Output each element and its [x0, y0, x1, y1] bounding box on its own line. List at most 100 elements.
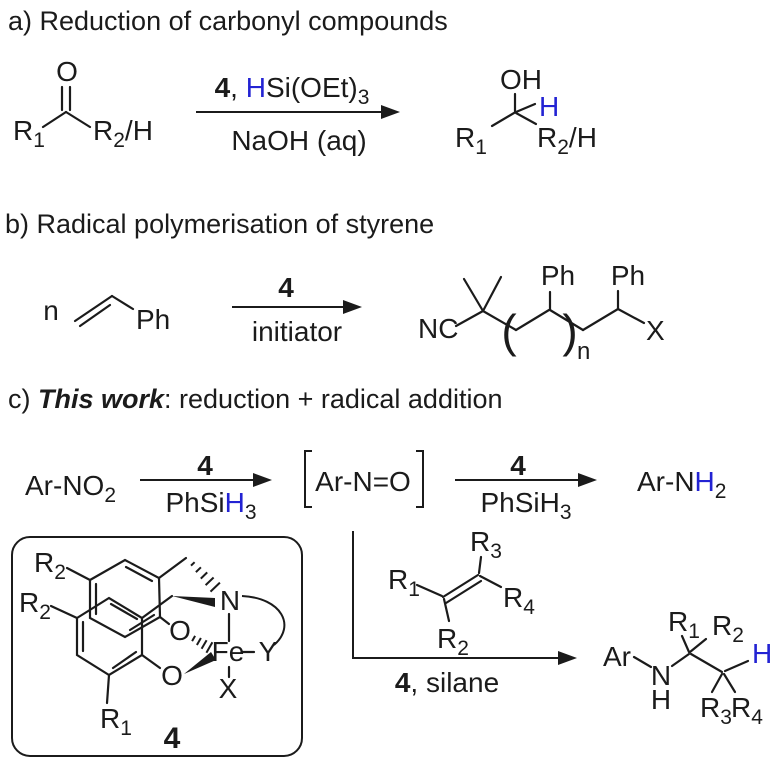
iron-label: Fe — [212, 636, 245, 667]
bond — [478, 574, 503, 589]
bond — [722, 672, 737, 694]
nitroso-label: Ar-N=O — [315, 466, 411, 497]
amine-hydrogen-label: H — [651, 684, 671, 715]
arrow-line — [352, 531, 577, 665]
alcohol-product-structure: OH H R1 R2/H — [455, 64, 597, 159]
conditions-above: 4, HSi(OEt)3 — [215, 72, 370, 109]
conditions-below: NaOH (aq) — [231, 125, 366, 156]
reaction-arrow-b: 4 initiator — [232, 272, 362, 347]
phenolate-ring-a — [88, 558, 162, 639]
conditions-above: 4 — [197, 450, 213, 481]
section-a-title: a) Reduction of carbonyl compounds — [8, 6, 448, 36]
phenolate-ring-b — [75, 596, 144, 677]
ligand-x-label: X — [219, 673, 238, 704]
bond — [49, 604, 79, 620]
nitroarene-label: Ar-NO2 — [25, 470, 116, 507]
phenyl-label: Ph — [541, 260, 575, 291]
conditions-below: initiator — [252, 316, 342, 347]
bond — [514, 111, 538, 126]
styrene-structure: n Ph — [43, 294, 170, 335]
chelate-arc — [241, 595, 286, 646]
section-c: c) This work: reduction + radical additi… — [8, 384, 772, 757]
section-b: b) Radical polymerisation of styrene n P… — [5, 209, 665, 365]
substituent-label-r2: R2 — [34, 547, 66, 584]
bond — [442, 597, 451, 623]
phenyl-label: Ph — [611, 260, 645, 291]
bond — [124, 565, 154, 583]
bond — [548, 308, 585, 332]
catalyst-4-box: R2 R2 R1 N Fe O — [11, 536, 303, 757]
ketone-structure: O R1 R2/H — [13, 56, 153, 152]
bond — [140, 594, 174, 620]
bond — [158, 615, 171, 626]
bond — [477, 555, 483, 575]
repeat-open-paren: ( — [501, 305, 517, 357]
bond — [688, 637, 708, 654]
bond — [105, 673, 111, 705]
bond — [481, 275, 503, 313]
end-group-x-label: X — [646, 315, 665, 346]
substituent-label-r2: R2 — [437, 623, 469, 660]
bond — [444, 579, 483, 605]
bond — [514, 308, 551, 332]
substituent-label-r1: R1 — [455, 122, 487, 159]
substituent-label-r1: R1 — [668, 606, 700, 643]
bond — [140, 653, 162, 670]
bond — [581, 307, 620, 332]
section-a: a) Reduction of carbonyl compounds O R1 … — [8, 6, 597, 159]
bond — [78, 303, 112, 328]
substituent-label-r2: R2 — [712, 610, 744, 647]
hashed-bond-oxygen-iron — [191, 635, 214, 654]
repeat-count-label: n — [43, 295, 59, 326]
bond — [64, 110, 92, 129]
bond — [73, 294, 114, 323]
conditions-below: PhSiH3 — [480, 487, 571, 524]
bond — [680, 634, 691, 654]
amine-product-structure: Ar N H R1 R2 H R3 R4 — [603, 606, 772, 729]
hydride-label: H — [539, 91, 559, 122]
aniline-label: Ar-NH2 — [637, 466, 726, 503]
bond — [41, 110, 68, 129]
conditions-above: 4 — [510, 450, 526, 481]
substituent-label-r3: R3 — [470, 526, 502, 563]
bond — [111, 650, 138, 670]
added-hydrogen-label: H — [752, 638, 772, 669]
nitrile-label: NC — [418, 313, 458, 344]
bracket-open — [304, 450, 312, 508]
repeat-subscript-n: n — [577, 338, 590, 365]
bond — [415, 583, 444, 598]
hydroxyl-label: OH — [500, 64, 542, 95]
hashed-bond-to-nitrogen — [190, 561, 221, 593]
bond — [490, 111, 516, 128]
catalyst-frame — [11, 536, 303, 757]
substituent-label-r4: R4 — [503, 582, 535, 619]
amine-nitrogen-label: N — [651, 660, 671, 691]
phenolate-oxygen-label: O — [169, 615, 191, 646]
bond — [441, 573, 480, 599]
section-b-title: b) Radical polymerisation of styrene — [5, 209, 434, 239]
substituent-label-r2: R2 — [19, 587, 51, 624]
bond — [462, 277, 485, 313]
branch-arrow: 4, silane — [352, 531, 577, 698]
bold-wedge-oxygen-iron — [184, 652, 216, 674]
bond — [454, 309, 485, 328]
polystyrene-structure: NC ( Ph ) n Ph X — [418, 260, 665, 365]
catalyst-number-label: 4 — [164, 722, 181, 755]
aryl-label: Ar — [603, 641, 631, 672]
bond — [481, 309, 518, 332]
conditions-below: 4, silane — [395, 667, 499, 698]
ligand-y-label: Y — [259, 636, 278, 667]
bond — [65, 566, 92, 582]
repeat-close-paren: ) — [562, 305, 577, 357]
substituent-label-r3: R3 — [700, 692, 732, 729]
reaction-arrow-c1: 4 PhSiH3 — [140, 450, 272, 524]
alkene-structure: R1 R2 R3 R4 — [388, 526, 535, 660]
bracket-close — [416, 450, 424, 508]
substituent-label-r2h: R2/H — [537, 122, 597, 159]
bond — [632, 655, 653, 669]
nitroso-intermediate: Ar-N=O — [304, 450, 424, 508]
phenyl-label: Ph — [136, 304, 170, 335]
bond — [157, 556, 188, 580]
